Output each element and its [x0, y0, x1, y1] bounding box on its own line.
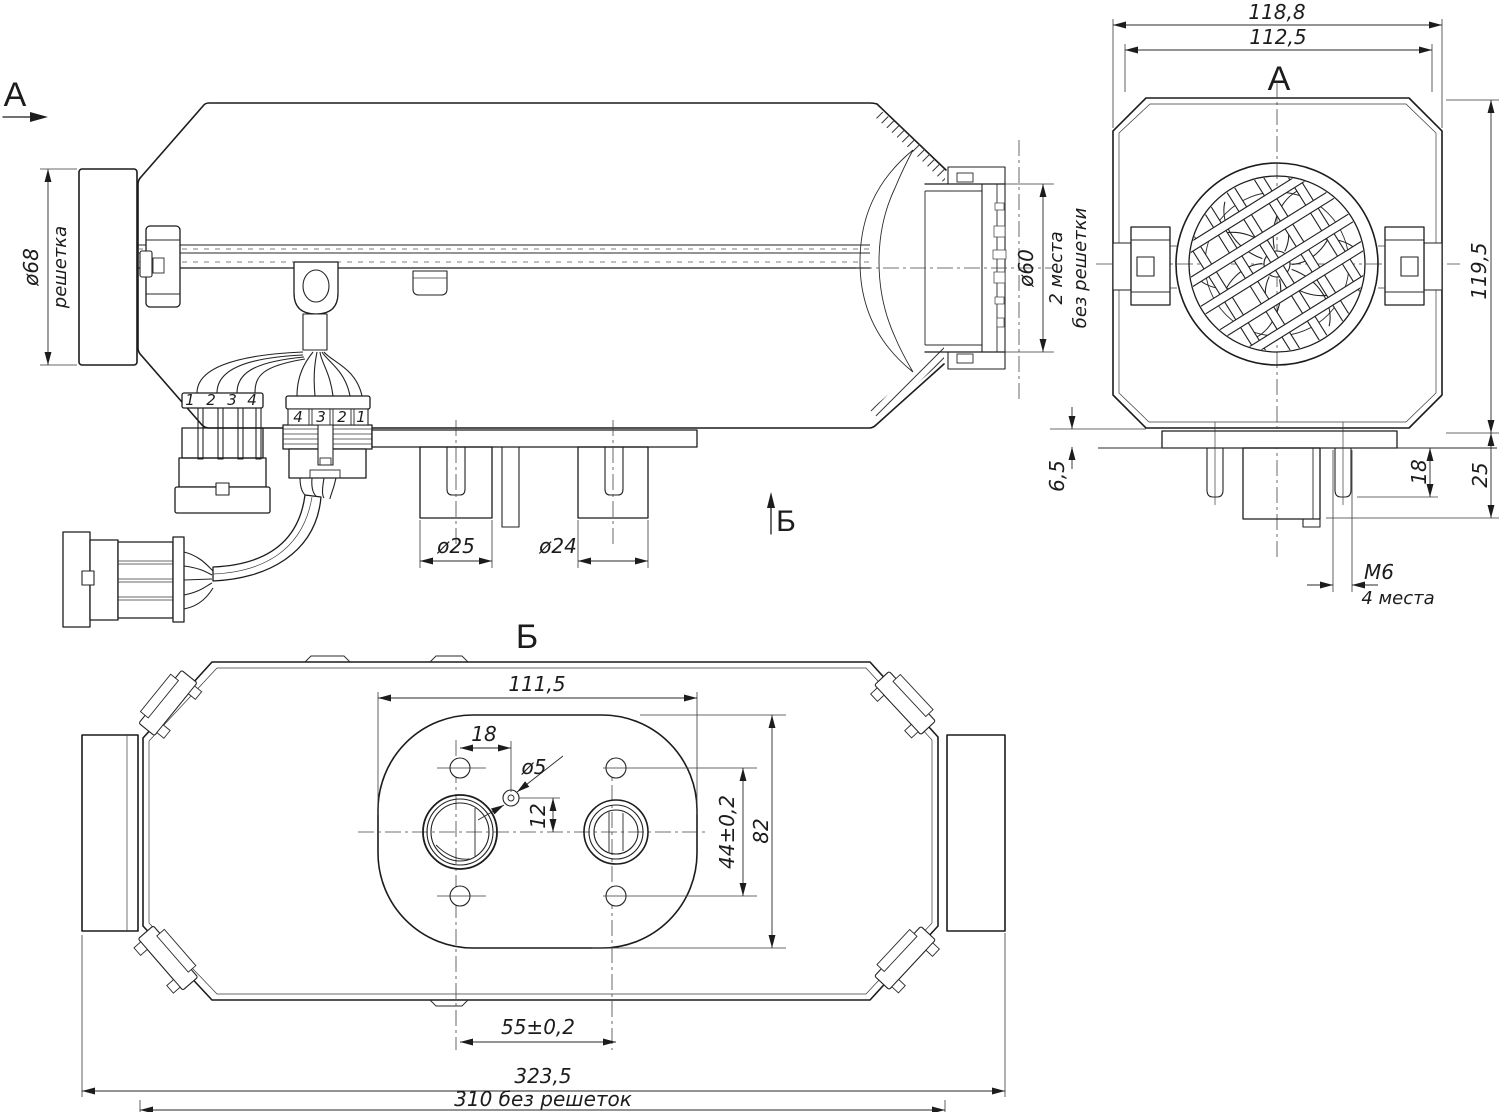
dim-overall-width: 118,8 [1248, 0, 1305, 24]
intake-port [583, 799, 649, 865]
pin-label: 2 [206, 391, 216, 409]
housing-clamp-latch [139, 225, 181, 308]
heater-body-outline [137, 102, 947, 429]
dim-holes-spacing: 44±0,2 [715, 795, 739, 869]
wire-guide-bracket [293, 261, 339, 351]
outlet-assembly [856, 110, 1052, 418]
corner-clip [133, 926, 198, 994]
grille-bars [1190, 177, 1364, 351]
dim-outlet-diameter: ø60 [1014, 249, 1038, 288]
right-latch [1378, 226, 1443, 306]
power-cable [212, 494, 322, 582]
fan-grille [1175, 162, 1379, 366]
dim-fuel-hole: ø5 [521, 755, 547, 779]
bottom-view-title: Б [516, 618, 538, 656]
dim-intake-pipe: ø24 [538, 534, 577, 558]
band-clip [412, 270, 448, 296]
bottom-grille-left [81, 734, 139, 932]
bottom-grille-right [946, 734, 1006, 932]
dim-grille-diameter: ø68 [19, 248, 43, 287]
pin-label: 4 [293, 408, 303, 426]
duct-band [137, 244, 871, 269]
dim-grille-note: решетка [50, 226, 71, 309]
front-view-dimensions: 118,8 112,5 119,5 25 6,5 18 M6 4 места [1045, 0, 1499, 609]
dim-outlet-note-1: 2 места [1046, 231, 1067, 304]
pin-label: 2 [337, 408, 347, 426]
pin-label: 4 [247, 391, 257, 409]
section-b-arrow-label: Б [776, 505, 796, 538]
dim-plate-thickness: 6,5 [1045, 460, 1069, 492]
exhaust-port [422, 794, 498, 870]
power-connector [62, 531, 214, 628]
fuel-stub [501, 446, 520, 528]
view-a-arrow-label: A [4, 76, 27, 114]
dim-overall-length: 323,5 [514, 1064, 571, 1088]
pin-label: 1 [185, 391, 195, 409]
side-view: A [2, 76, 1091, 628]
corner-clip [870, 671, 936, 739]
dim-flange-height: 82 [749, 818, 773, 843]
wiring-harness [196, 351, 363, 582]
dim-stud-length: 18 [1407, 459, 1431, 484]
intake-grille-block [78, 168, 138, 366]
outlet-flange-bottom [947, 351, 1006, 370]
left-latch [1112, 226, 1177, 306]
dim-stud-count: 4 места [1361, 588, 1434, 609]
side-view-dimensions: ø68 решетка ø25 ø24 ø60 2 места без реше… [19, 168, 1091, 568]
arrow-up-icon [767, 492, 775, 508]
flange-mount-holes [437, 757, 757, 907]
dim-exhaust-pipe: ø25 [436, 534, 475, 558]
dim-stud-thread: M6 [1364, 560, 1394, 584]
dim-body-width: 112,5 [1249, 25, 1306, 49]
arrow-right-icon [30, 112, 48, 122]
heat-exchanger-dome [859, 149, 914, 373]
dim-fuel-offset-y: 12 [526, 803, 550, 828]
front-view: A [1045, 0, 1499, 609]
bottom-view: Б [81, 618, 1006, 1112]
bottom-view-dimensions: 111,5 18 ø5 12 44±0,2 82 55±0,2 323,5 31… [81, 672, 1006, 1112]
section-arrow-b: Б [767, 492, 796, 538]
front-base [1050, 422, 1497, 528]
dim-ports-spacing: 55±0,2 [501, 1015, 575, 1039]
dim-fuel-offset-x: 18 [471, 722, 496, 746]
bottom-duct [1242, 447, 1321, 520]
pin-label: 3 [227, 391, 237, 409]
dim-mount-depth: 25 [1468, 462, 1492, 487]
mounting-flange [377, 714, 698, 949]
outlet-flange-top [947, 166, 1006, 185]
pin-label: 3 [316, 408, 326, 426]
dim-outlet-note-2: без решетки [1070, 207, 1091, 328]
dim-body-length: 310 без решеток [454, 1087, 632, 1111]
corner-clip [139, 670, 203, 739]
front-view-title: A [1268, 60, 1291, 98]
front-body-outline [1112, 97, 1443, 429]
dim-flange-width: 111,5 [508, 672, 565, 696]
corner-clip [874, 926, 940, 994]
fuel-inlet-hole [502, 789, 520, 807]
dim-overall-height: 119,5 [1467, 242, 1491, 299]
view-direction-arrow-a: A [2, 76, 48, 122]
pin-label: 1 [356, 408, 366, 426]
connector-control: 1 2 3 4 [174, 391, 271, 514]
connector-harness: 4 3 2 1 [282, 395, 373, 479]
mounting-plate-side [371, 420, 698, 545]
